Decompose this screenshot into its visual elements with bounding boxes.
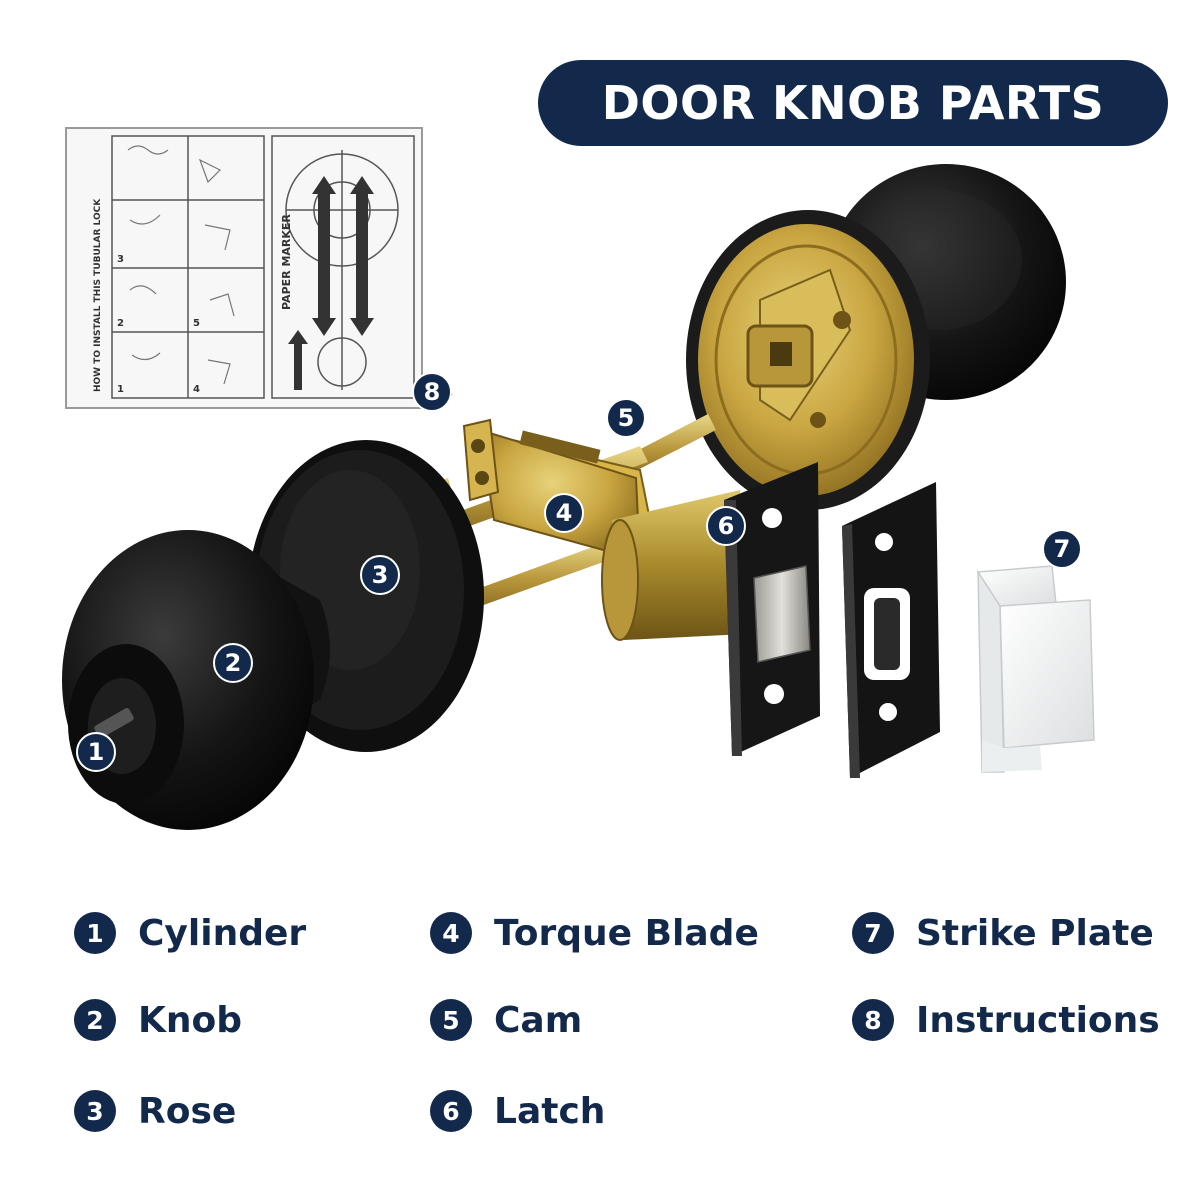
callout-strike-plate: 7 (1042, 529, 1082, 569)
instruction-sheet-marker: PAPER MARKER (280, 214, 293, 310)
legend-item-cam: 5 Cam (430, 999, 582, 1041)
callout-knob: 2 (213, 643, 253, 683)
legend-label: Cam (494, 999, 583, 1041)
callout-cam: 5 (606, 398, 646, 438)
instruction-step-number: 1 (117, 384, 124, 395)
instruction-sheet-heading: HOW TO INSTALL THIS TUBULAR LOCK (93, 198, 103, 392)
instruction-step-number: 3 (117, 254, 124, 265)
callout-rose: 3 (360, 555, 400, 595)
page-title: DOOR KNOB PARTS (538, 60, 1168, 146)
legend-number: 1 (74, 912, 116, 954)
legend-item-rose: 3 Rose (74, 1090, 236, 1132)
legend-number: 5 (430, 999, 472, 1041)
legend-item-instructions: 8 Instructions (852, 999, 1160, 1041)
callout-latch: 6 (706, 506, 746, 546)
strike-plate-part (842, 482, 940, 778)
legend-number: 2 (74, 999, 116, 1041)
legend-item-knob: 2 Knob (74, 999, 242, 1041)
legend-label: Knob (138, 999, 243, 1041)
instruction-step-number: 2 (117, 318, 124, 329)
legend-number: 4 (430, 912, 472, 954)
legend-label: Strike Plate (916, 912, 1154, 954)
legend-label: Instructions (916, 999, 1160, 1041)
strike-box-part (976, 565, 1095, 773)
instruction-sheet: HOW TO INSTALL THIS TUBULAR LOCK PAPER M… (65, 127, 423, 409)
legend-item-torque-blade: 4 Torque Blade (430, 912, 759, 954)
legend-label: Torque Blade (494, 912, 759, 954)
callout-torque-blade: 4 (544, 493, 584, 533)
latch-mechanism (462, 418, 746, 641)
legend-item-latch: 6 Latch (430, 1090, 605, 1132)
instruction-step-number: 4 (193, 384, 200, 395)
legend-number: 8 (852, 999, 894, 1041)
legend-number: 7 (852, 912, 894, 954)
instruction-step-number: 5 (193, 318, 200, 329)
interior-rose (686, 210, 930, 510)
legend-label: Cylinder (138, 912, 307, 954)
legend-number: 6 (430, 1090, 472, 1132)
legend-label: Rose (138, 1090, 237, 1132)
callout-instructions: 8 (412, 372, 452, 412)
legend-item-cylinder: 1 Cylinder (74, 912, 306, 954)
callout-cylinder: 1 (76, 732, 116, 772)
legend-number: 3 (74, 1090, 116, 1132)
latch-faceplate (724, 462, 820, 756)
legend-label: Latch (494, 1090, 606, 1132)
legend-item-strike-plate: 7 Strike Plate (852, 912, 1154, 954)
